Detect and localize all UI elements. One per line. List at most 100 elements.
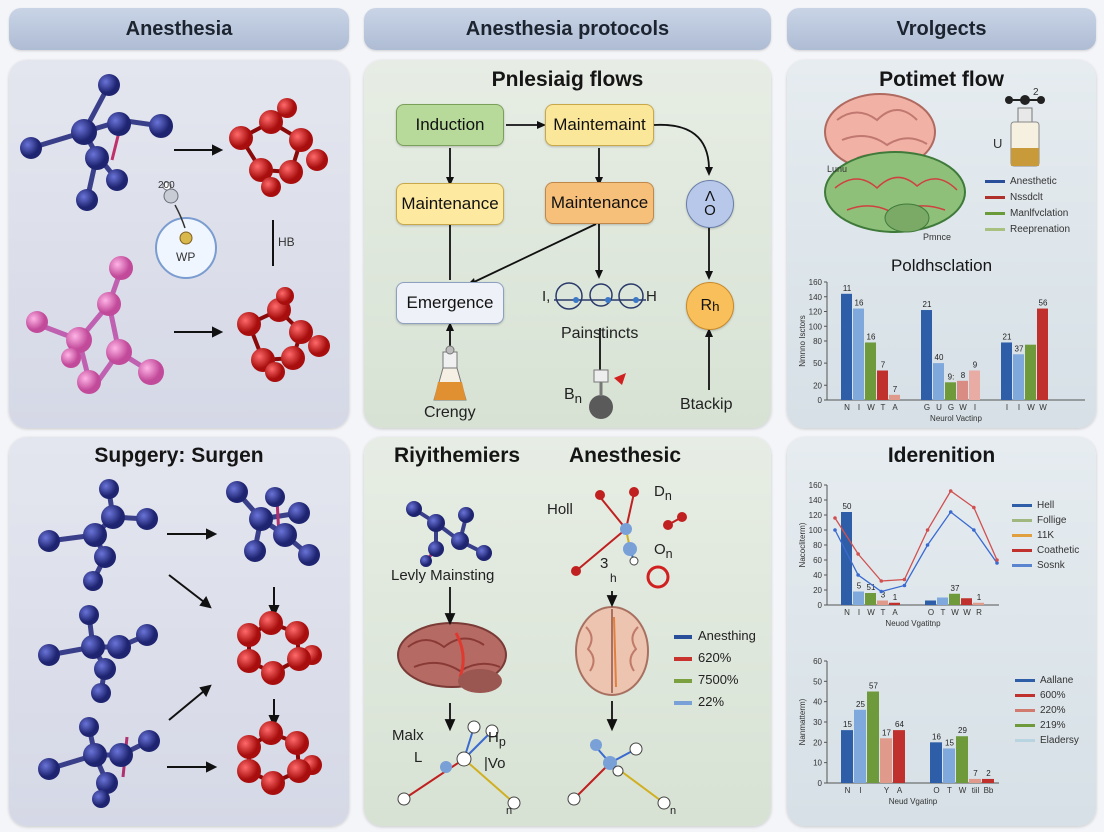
red-molecule-ring-4 — [237, 721, 322, 795]
bar-value-label: 7 — [893, 385, 898, 394]
panel-title: Iderenition — [887, 444, 996, 467]
bar — [1025, 344, 1036, 400]
legend-label: Manlfvclation — [1010, 208, 1069, 219]
x-tick-label: T — [881, 608, 886, 617]
bn-device — [589, 369, 626, 419]
y-tick-label: 100 — [809, 322, 823, 331]
h-label-sub: p — [498, 735, 506, 749]
panel-riyithemiers-anesthesic: Riyithemiers Anesthesic — [364, 437, 771, 826]
line-point — [902, 583, 907, 588]
maintemaint-box[interactable]: Maintemaint — [545, 104, 654, 146]
on-sub: n — [665, 547, 673, 561]
h-main: H — [488, 729, 499, 746]
line-point — [995, 561, 999, 565]
label-200: 200 — [158, 180, 175, 191]
line-point — [972, 528, 976, 532]
on-main: O — [654, 541, 666, 558]
emergence-box[interactable]: Emergence — [396, 282, 504, 324]
green-brain-icon — [824, 151, 966, 233]
bar-value-label: 5 — [857, 582, 862, 591]
tab-anesthesia-protocols[interactable]: Anesthesia protocols — [364, 8, 771, 50]
bar — [933, 363, 944, 400]
legend-label: Anesthing — [698, 628, 756, 643]
brain-label-pmnce: Pmnce — [923, 232, 952, 242]
legend-label: 620% — [698, 650, 732, 665]
y-tick-label: 20 — [813, 381, 822, 390]
bar — [949, 593, 960, 605]
bar-value-label: 40 — [935, 353, 944, 362]
bar — [943, 748, 955, 783]
legend-label: 11K — [1037, 530, 1055, 541]
flask-label: U — [993, 136, 1003, 151]
tab-vrolgects[interactable]: Vrolgects — [787, 8, 1096, 50]
x-tick-label: I — [858, 403, 860, 412]
title-riyithemiers: Riyithemiers — [394, 444, 521, 467]
maintenance-box-left[interactable]: Maintenance — [396, 183, 504, 225]
brain-label-lunu: Lunu — [827, 164, 848, 174]
induction-box[interactable]: Induction — [396, 104, 504, 146]
painstincts-molecule — [554, 282, 646, 310]
legend-swatch — [1012, 533, 1032, 537]
y-axis-label: Nacocliterm) — [798, 522, 807, 567]
legend-label: 600% — [1040, 690, 1066, 701]
legend-item: 219% — [1015, 720, 1066, 731]
x-tick-label: U — [936, 403, 942, 412]
legend-label: Follige — [1037, 515, 1067, 526]
legend-item: Hell — [1012, 500, 1054, 511]
x-tick-label: O — [928, 608, 934, 617]
dn-sub: n — [664, 489, 672, 503]
chart-title-poldhsclation: Poldhsclation — [890, 256, 993, 275]
bar-value-label: 51 — [867, 583, 876, 592]
bar-value-label: 7 — [881, 361, 886, 370]
legend-swatch — [674, 634, 692, 639]
red-molecule-ring-3 — [237, 611, 322, 685]
legend-item: 620% — [674, 650, 731, 665]
bn-label: Bn — [564, 386, 582, 406]
x-tick-label: W — [959, 786, 967, 795]
n-sub-right: n — [670, 805, 677, 817]
line-point — [879, 589, 884, 594]
legend-swatch — [1015, 708, 1035, 712]
legend-label: Anesthetic — [1010, 176, 1057, 187]
cell-label: WP — [176, 250, 196, 264]
line-point — [879, 579, 884, 583]
y-tick-label: 40 — [813, 698, 822, 707]
y-tick-label: 140 — [809, 293, 823, 302]
y-tick-label: 30 — [813, 718, 822, 727]
flow-arrows — [433, 121, 713, 419]
legend-label: Eladersy — [1040, 735, 1079, 746]
x-tick-label: W — [867, 403, 875, 412]
x-tick-label: W — [963, 608, 971, 617]
line-point — [925, 528, 930, 532]
bar — [1037, 308, 1048, 400]
legend-label: Coathetic — [1037, 545, 1080, 556]
bar-value-label: 37 — [1015, 344, 1024, 353]
maintenance-box-right[interactable]: Maintenance — [545, 182, 654, 224]
mol-left-label: I, — [542, 288, 551, 305]
x-tick-label: R — [976, 608, 982, 617]
legend-label: Aallane — [1040, 675, 1074, 686]
bar-value-label: 3 — [881, 591, 886, 600]
legend-swatch — [1012, 503, 1032, 507]
bar-value-label: 16 — [867, 332, 876, 341]
panel-anesthesia-molecules: 200 WP HB — [9, 60, 349, 428]
bar — [982, 778, 994, 783]
legend-label: 219% — [1040, 720, 1066, 731]
y-tick-label: 80 — [813, 541, 822, 550]
y-axis-label: Nanmatterm) — [798, 698, 807, 745]
bar — [925, 600, 936, 605]
panel-title: Potimet flow — [879, 68, 1004, 91]
x-tick-label: I — [858, 608, 860, 617]
bar-value-label: 9 — [973, 361, 978, 370]
tab-anesthesia[interactable]: Anesthesia — [9, 8, 349, 50]
y-tick-label: 160 — [809, 278, 823, 287]
circle-o-node[interactable]: Λ O — [686, 180, 734, 228]
legend-item: 22% — [674, 694, 724, 709]
bar-value-label: 29 — [958, 726, 967, 735]
bar — [865, 342, 876, 400]
bar — [969, 778, 981, 783]
flask-top-label: 2 — [1033, 87, 1039, 98]
